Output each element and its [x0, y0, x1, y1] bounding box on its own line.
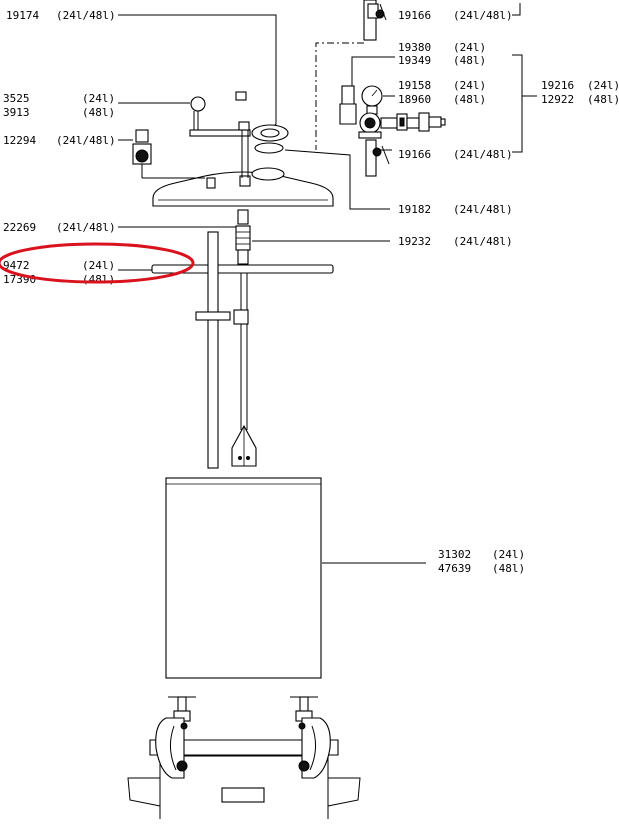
tank-liner [165, 477, 322, 679]
part-size: (24l) [492, 548, 525, 561]
leader-line [118, 14, 277, 131]
air-hose-dashed [315, 42, 364, 150]
leader-line [512, 3, 521, 16]
part-size: (24l/48l) [56, 221, 116, 234]
top-ball-valve [363, 0, 387, 41]
part-size: (24l) [453, 79, 486, 92]
callout-12294: 12294 (24l/48l) [3, 134, 133, 147]
part-number: 19174 [6, 9, 39, 22]
part-number: 3525 [3, 92, 30, 105]
tank-lid [152, 167, 334, 207]
part-number: 19216 [541, 79, 574, 92]
highlight-circle [0, 242, 195, 284]
leader-line [351, 56, 395, 87]
part-number: 19349 [398, 54, 431, 67]
part-number: 19158 [398, 79, 431, 92]
callout-3525-3913: 3525 (24l) 3913 (48l) [3, 92, 190, 119]
part-number: 9472 [3, 259, 30, 272]
lid-clamp-right [290, 696, 331, 779]
callout-19182: 19182 (24l/48l) [284, 149, 513, 216]
part-number: 3913 [3, 106, 30, 119]
callout-19216-12922: 19216 (24l) 12922 (48l) [512, 54, 619, 153]
part-size: (24l/48l) [56, 9, 116, 22]
part-number: 19166 [398, 9, 431, 22]
callout-19166-top: 19166 (24l/48l) [398, 3, 521, 22]
part-number: 19166 [398, 148, 431, 161]
callout-31302-47639: 31302 (24l) 47639 (48l) [322, 548, 525, 575]
part-number: 19232 [398, 235, 431, 248]
part-size: (24l/48l) [453, 235, 513, 248]
siphon-tube [195, 231, 249, 469]
fluid-tube-fittings [235, 209, 251, 265]
callout-19158-18960: 19158 (24l) 18960 (48l) [383, 79, 486, 106]
callout-22269: 22269 (24l/48l) [3, 221, 238, 234]
relief-fitting [251, 124, 289, 154]
part-number: 19182 [398, 203, 431, 216]
part-size: (48l) [587, 93, 619, 106]
part-number: 19380 [398, 41, 431, 54]
tank-body [127, 739, 361, 819]
callout-19232: 19232 (24l/48l) [252, 235, 513, 248]
callout-19174: 19174 (24l/48l) [6, 9, 277, 131]
part-size: (24l) [453, 41, 486, 54]
part-size: (48l) [453, 93, 486, 106]
callout-9472-17390: 9472 (24l) 17390 (48l) [3, 259, 156, 286]
part-number: 47639 [438, 562, 471, 575]
callout-19380-19349: 19380 (24l) 19349 (48l) [351, 41, 486, 87]
part-size: (24l) [82, 92, 115, 105]
part-size: (48l) [82, 273, 115, 286]
part-size: (24l/48l) [453, 148, 513, 161]
safety-valve [132, 129, 205, 179]
support-crossbar [151, 264, 334, 274]
leader-line [284, 149, 390, 210]
agitator-handle [189, 91, 251, 178]
part-size: (24l/48l) [453, 9, 513, 22]
part-size: (24l/48l) [56, 134, 116, 147]
part-number: 31302 [438, 548, 471, 561]
part-number: 12294 [3, 134, 36, 147]
part-size: (24l/48l) [453, 203, 513, 216]
part-size: (24l) [587, 79, 619, 92]
part-number: 12922 [541, 93, 574, 106]
part-size: (48l) [82, 106, 115, 119]
part-size: (24l) [82, 259, 115, 272]
part-number: 22269 [3, 221, 36, 234]
agitator-shaft [231, 264, 257, 467]
lid-clamp-left [155, 696, 196, 779]
part-number: 18960 [398, 93, 431, 106]
bracket-line [512, 54, 523, 153]
regulator-assembly [339, 85, 446, 177]
part-size: (48l) [492, 562, 525, 575]
callout-19166-mid: 19166 (24l/48l) [398, 148, 513, 161]
part-size: (48l) [453, 54, 486, 67]
